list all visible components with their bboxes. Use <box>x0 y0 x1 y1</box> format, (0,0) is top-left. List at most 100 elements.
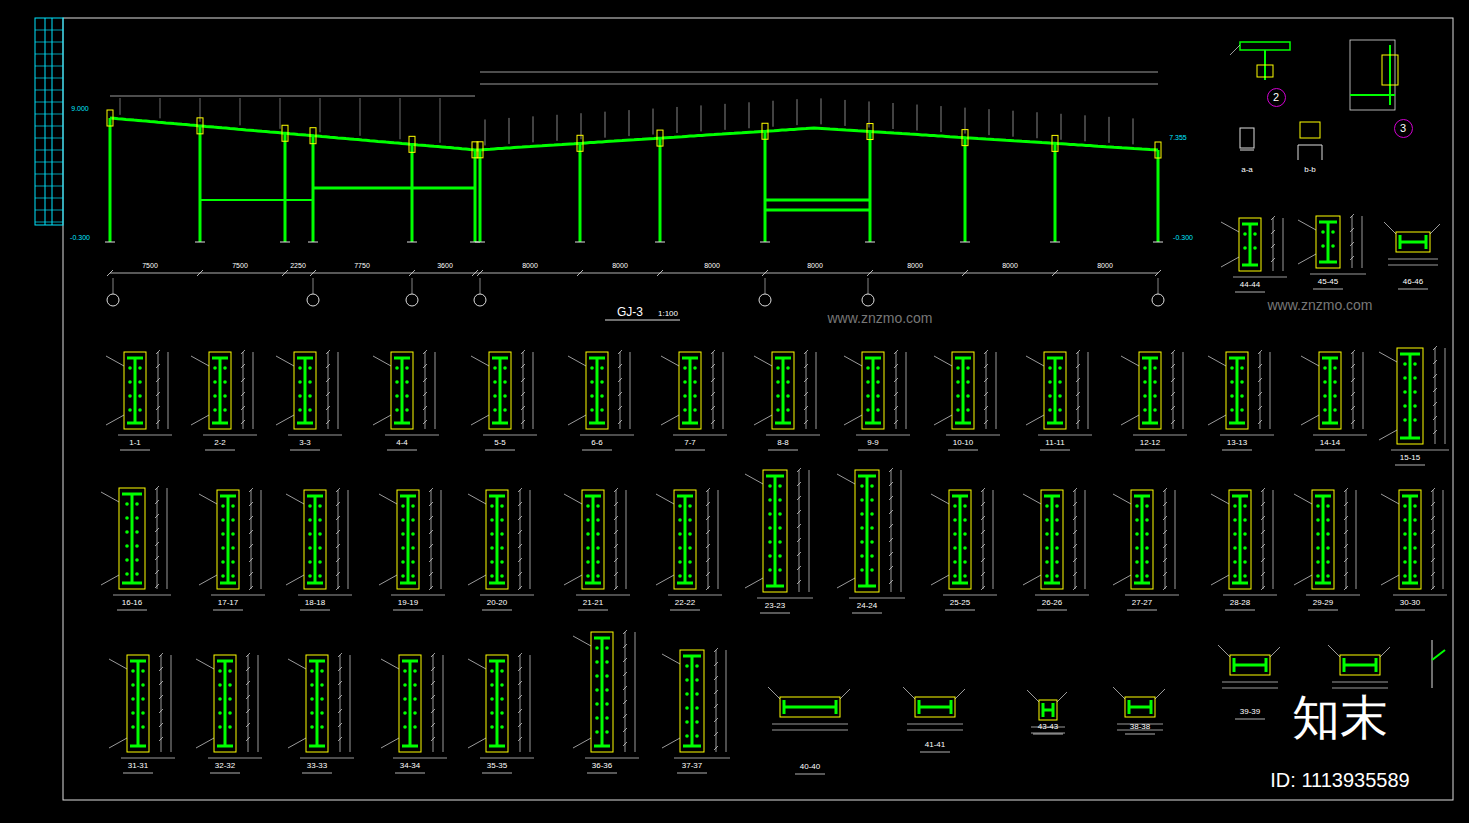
dimension-tick <box>431 667 435 671</box>
dimension-tick <box>477 270 483 276</box>
section-web <box>782 358 785 423</box>
dimension-line <box>1356 490 1357 589</box>
callout-number: 2 <box>1273 92 1279 103</box>
section-label-underline <box>1033 734 1063 735</box>
bolt <box>405 366 409 370</box>
dimension-tick <box>1076 392 1080 396</box>
section-plate <box>772 352 794 429</box>
dimension-tick <box>714 718 718 722</box>
title-block-grid <box>35 186 63 187</box>
dimension-tick <box>1344 586 1348 590</box>
bolt <box>1230 394 1234 398</box>
section-label-underline <box>1308 610 1338 611</box>
bolt <box>778 498 782 502</box>
bolt <box>401 532 405 536</box>
dimension-line <box>1183 352 1184 429</box>
bolt <box>693 394 697 398</box>
leader-line <box>1298 220 1316 230</box>
dimension-tick <box>338 737 342 741</box>
dimension-line <box>288 435 342 436</box>
title-block-grid <box>35 210 63 211</box>
dimension-tick <box>714 732 718 736</box>
bolt <box>1048 408 1052 412</box>
section-plate <box>1397 348 1423 444</box>
section-web <box>316 661 319 746</box>
dimension-line <box>1310 274 1366 275</box>
section-plate <box>582 490 604 589</box>
bolt <box>141 697 145 701</box>
section-plate <box>214 655 236 752</box>
purlin-leader <box>320 98 321 132</box>
bolt <box>1413 504 1417 508</box>
section-web <box>783 706 837 709</box>
bolt <box>298 366 302 370</box>
section-label-underline <box>1125 734 1155 735</box>
section-label-underline <box>578 610 608 611</box>
bolt <box>411 518 415 522</box>
dimension-line <box>901 470 902 592</box>
dimension-tick <box>1163 558 1167 562</box>
dimension-line <box>809 470 810 592</box>
section-flange <box>122 493 142 496</box>
dimension-line <box>1088 352 1089 429</box>
dimension-tick <box>614 516 618 520</box>
section-flange <box>1319 221 1337 224</box>
dimension-tick <box>797 580 801 584</box>
section-label-underline <box>768 450 798 451</box>
section-web <box>137 661 140 746</box>
dimension-line <box>158 352 159 429</box>
dimension-tick <box>1261 488 1265 492</box>
leader-line <box>1221 257 1239 267</box>
section-label: 21-21 <box>583 599 603 607</box>
dimension-line <box>300 758 354 759</box>
bolt <box>490 697 494 701</box>
section-web <box>499 358 502 423</box>
bolt <box>866 408 870 412</box>
dimension-line <box>1283 218 1284 271</box>
dimension-tick <box>614 530 618 534</box>
dimension-tick <box>431 681 435 685</box>
bolt <box>231 532 235 536</box>
leader-line <box>1294 494 1312 504</box>
section-flange <box>1044 495 1060 498</box>
dimension-tick <box>423 392 427 396</box>
title-block-grid <box>45 18 46 225</box>
dimension-tick <box>518 488 522 492</box>
bolt <box>776 366 780 370</box>
section-web <box>131 494 134 583</box>
bolt <box>500 669 504 673</box>
dimension-tick <box>338 681 342 685</box>
bolt <box>1413 532 1417 536</box>
section-label-underline <box>1313 289 1343 290</box>
bolt <box>685 706 689 710</box>
dimension-line <box>626 490 627 589</box>
section-label-underline <box>852 613 882 614</box>
section-label: 23-23 <box>765 602 785 610</box>
dimension-line <box>716 650 717 752</box>
purlin-leader <box>440 98 441 143</box>
section-plate <box>915 697 955 717</box>
end-plate <box>762 123 768 139</box>
bolt <box>318 546 322 550</box>
dimension-tick <box>1258 420 1262 424</box>
bolt <box>1403 560 1407 564</box>
bolt <box>413 725 417 729</box>
dimension-tick <box>894 364 898 368</box>
section-flange <box>1400 437 1420 440</box>
title-block-grid <box>35 138 63 139</box>
bolt <box>1243 546 1247 550</box>
leader-line <box>1328 645 1340 657</box>
bolt <box>1413 546 1417 550</box>
section-plate <box>1340 655 1380 675</box>
bolt <box>213 408 217 412</box>
section-label: 27-27 <box>1132 599 1152 607</box>
bolt <box>503 380 507 384</box>
bolt <box>678 560 682 564</box>
bolt <box>401 518 405 522</box>
dimension-line <box>1222 682 1278 683</box>
dimension-tick <box>618 406 622 410</box>
bolt <box>500 711 504 715</box>
section-label-underline <box>393 610 423 611</box>
bolt <box>218 725 222 729</box>
dimension-tick <box>1350 228 1354 232</box>
